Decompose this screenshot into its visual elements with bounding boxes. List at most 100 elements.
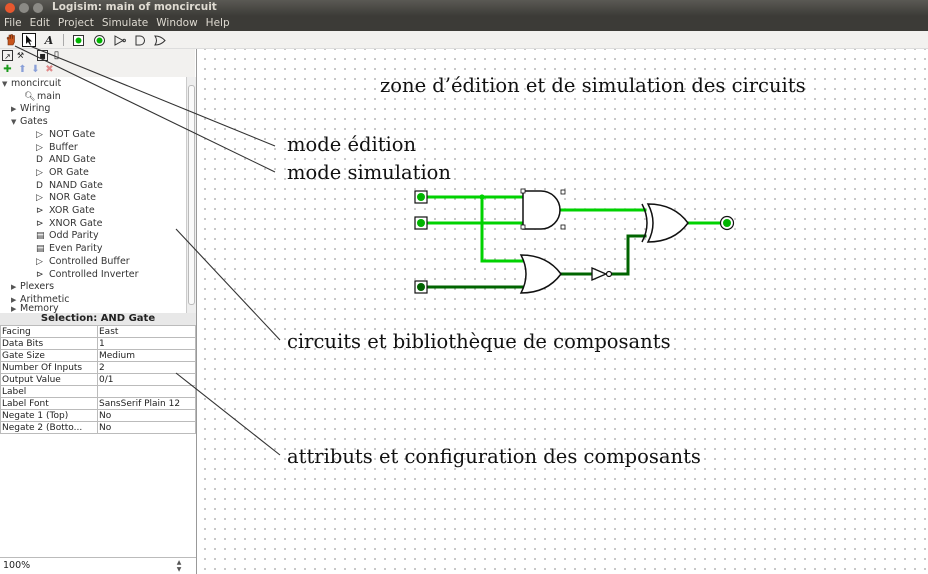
menu-simulate[interactable]: Simulate <box>101 17 149 29</box>
plus-icon: ✚ <box>3 64 12 75</box>
input-pin[interactable] <box>414 280 428 294</box>
tree-gate-odd-parity[interactable]: ▤Odd Parity <box>36 230 99 242</box>
parity-icon: ▤ <box>36 244 45 255</box>
tree-project[interactable]: ▼moncircuit <box>2 78 62 89</box>
add-circuit-button[interactable]: ✚ <box>2 64 13 75</box>
window-minimize-button[interactable] <box>19 3 29 13</box>
zoom-spinner[interactable]: ▲▼ <box>174 559 184 573</box>
not-gate-icon: ▷ <box>36 129 43 140</box>
tree-library-memory[interactable]: ▶Memory <box>11 303 59 313</box>
chevron-right-icon: ▶ <box>11 105 17 114</box>
tree-gate-nor[interactable]: ▷NOR Gate <box>36 192 96 204</box>
attr-row-label[interactable]: Label <box>0 385 196 398</box>
circuit-canvas[interactable]: zone d’édition et de simulation des circ… <box>196 49 928 574</box>
select-tool-button[interactable] <box>22 33 36 47</box>
attr-row-negate-1[interactable]: Negate 1 (Top)No <box>0 409 196 422</box>
text-tool-button[interactable]: A <box>42 33 56 47</box>
project-toolbar: ✚ ⬆ ⬇ ✖ <box>0 63 195 77</box>
or-gate-icon <box>154 34 166 46</box>
spinner-down-icon[interactable]: ▼ <box>176 566 182 573</box>
not-gate-icon <box>114 34 126 46</box>
arrow-down-icon: ⬇ <box>31 64 40 75</box>
layout-icon: ▪ <box>39 51 46 62</box>
tree-gate-xnor[interactable]: ⊳XNOR Gate <box>36 217 103 229</box>
chevron-down-icon: ▼ <box>2 80 8 88</box>
add-output-pin-button[interactable] <box>92 33 106 47</box>
edit-layout-button[interactable]: ▪ <box>37 50 48 62</box>
menu-edit[interactable]: Edit <box>29 17 50 29</box>
menu-file[interactable]: File <box>4 17 22 29</box>
add-or-gate-button[interactable] <box>153 33 167 47</box>
attributes-empty-area <box>0 441 196 557</box>
explorer-scrollbar-thumb[interactable] <box>188 85 195 305</box>
or-gate[interactable] <box>519 254 562 294</box>
controlled-inverter-icon: ⊳ <box>36 269 44 280</box>
nand-gate-icon: D <box>36 180 43 191</box>
nor-gate-icon: ▷ <box>36 193 43 204</box>
window-title: Logisim: main of moncircuit <box>52 1 217 13</box>
window-close-button[interactable] <box>5 3 15 13</box>
edit-appearance-button[interactable]: ▯ <box>51 50 62 61</box>
output-pin-icon <box>93 34 105 46</box>
attr-row-negate-2[interactable]: Negate 2 (Botto...No <box>0 421 196 434</box>
move-down-button[interactable]: ⬇ <box>30 64 41 75</box>
toolbox-icon: ↗ <box>4 52 11 61</box>
annotation-library: circuits et bibliothèque de composants <box>287 330 671 353</box>
delete-circuit-button[interactable]: ✖ <box>44 64 55 75</box>
menu-help[interactable]: Help <box>205 17 230 29</box>
zoom-control[interactable]: 100% ▲▼ <box>0 557 196 574</box>
wire <box>480 195 527 263</box>
explorer-scrollbar[interactable] <box>186 77 196 313</box>
spinner-up-icon[interactable]: ▲ <box>176 559 182 566</box>
tree-gate-or[interactable]: ▷OR Gate <box>36 166 89 178</box>
attributes-header: Selection: AND Gate <box>0 313 196 325</box>
tree-gate-controlled-buffer[interactable]: ▷Controlled Buffer <box>36 255 130 267</box>
tree-gate-xor[interactable]: ⊳XOR Gate <box>36 205 95 216</box>
explorer-tree: ▼moncircuit 🔍︎main ▶Wiring ▼Gates ▷NOT G… <box>0 77 196 313</box>
menu-bar: File Edit Project Simulate Window Help <box>0 16 928 31</box>
add-not-gate-button[interactable] <box>113 33 127 47</box>
title-bar: Logisim: main of moncircuit <box>0 0 928 16</box>
chevron-down-icon: ▼ <box>11 118 17 127</box>
tree-library-wiring[interactable]: ▶Wiring <box>11 103 51 115</box>
input-pin[interactable] <box>414 190 428 204</box>
annotation-attributes: attributs et configuration des composant… <box>287 445 701 468</box>
tree-library-gates[interactable]: ▼Gates <box>11 116 48 128</box>
circuit-diagram <box>414 188 735 294</box>
tree-gate-not[interactable]: ▷NOT Gate <box>36 128 96 140</box>
zoom-value[interactable]: 100% <box>3 560 31 571</box>
toolbox-view-button[interactable]: ↗ <box>2 50 13 61</box>
annotation-editing-zone: zone d’édition et de simulation des circ… <box>380 74 806 97</box>
menu-project[interactable]: Project <box>57 17 94 29</box>
input-pin[interactable] <box>414 216 428 230</box>
move-up-button[interactable]: ⬆ <box>17 64 28 75</box>
not-gate[interactable] <box>591 267 613 281</box>
tree-library-plexers[interactable]: ▶Plexers <box>11 281 55 293</box>
tree-gate-buffer[interactable]: ▷Buffer <box>36 141 78 153</box>
tree-circuit-main[interactable]: 🔍︎main <box>24 90 61 102</box>
xnor-gate-icon: ⊳ <box>36 218 44 229</box>
menu-window[interactable]: Window <box>156 17 198 29</box>
window-maximize-button[interactable] <box>33 3 43 13</box>
output-pin[interactable] <box>719 215 735 231</box>
add-input-pin-button[interactable] <box>71 33 85 47</box>
tree-library-arithmetic[interactable]: ▶Arithmetic <box>11 293 70 305</box>
simulation-view-button[interactable]: ⚒ <box>15 50 26 61</box>
poke-tool-button[interactable] <box>4 33 18 47</box>
tree-gate-controlled-inverter[interactable]: ⊳Controlled Inverter <box>36 268 139 280</box>
add-and-gate-button[interactable] <box>133 33 147 47</box>
xor-gate-icon: ⊳ <box>36 206 44 216</box>
tree-gate-even-parity[interactable]: ▤Even Parity <box>36 243 103 255</box>
controlled-buffer-icon: ▷ <box>36 256 43 267</box>
and-gate[interactable] <box>520 188 566 230</box>
xor-gate[interactable] <box>641 203 689 243</box>
